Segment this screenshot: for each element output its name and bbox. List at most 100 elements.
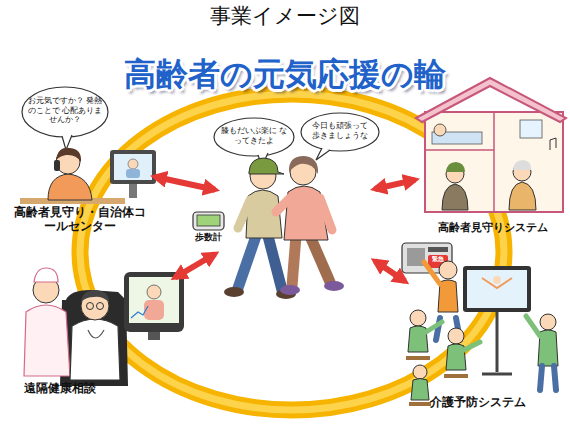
woman-arm (320, 198, 332, 230)
support-ring (80, 94, 504, 410)
double-arrow (175, 254, 215, 278)
man-leg (238, 236, 256, 288)
illustration-node: 遠隔健康相談 (5, 255, 175, 400)
glasses (97, 303, 104, 310)
white-hair (513, 160, 531, 170)
speech-bubble (301, 113, 379, 151)
tv-screen (467, 270, 527, 308)
banner-title: 高齢者の元気応援の輪 (0, 56, 570, 93)
bubble-tail (62, 135, 72, 150)
illustration-node: 介護予防システム (405, 255, 567, 417)
tablet-frame (124, 272, 184, 332)
operator-body (48, 174, 92, 200)
stool (444, 374, 468, 378)
pedometer-case (193, 212, 224, 230)
caption-label: 緊急 (428, 256, 448, 263)
bubble-tail (316, 148, 330, 160)
screen-instructor-arms (482, 278, 512, 288)
node-label: 高齢者見守り・自治体コールセンター (13, 205, 147, 234)
illustration-node: お元気ですか？ 発熱のことで 心配ありませんか？ 高齢者見守り・自治体コールセンタ… (5, 88, 155, 233)
monitor-stand (129, 184, 137, 198)
window (520, 120, 542, 138)
screen-graph (131, 306, 148, 318)
double-arrow (375, 261, 405, 281)
participant-head (410, 310, 426, 326)
device-display (428, 247, 448, 252)
woman-leg (310, 236, 330, 282)
monitor-frame (110, 150, 156, 184)
man-arm (238, 200, 250, 228)
cap (446, 162, 465, 172)
room-divider (425, 149, 494, 151)
participant-head (540, 314, 556, 330)
screen-body (126, 169, 140, 178)
house-wall (425, 112, 563, 212)
tv-base (482, 373, 512, 376)
illustration-node: 高齢者見守りシステム (415, 88, 565, 238)
monitor-screen (114, 154, 152, 180)
care-prevention-illustration (406, 261, 558, 406)
doctor-coat (70, 319, 120, 380)
screen-instructor (493, 276, 501, 284)
woman-hair (289, 156, 318, 174)
double-arrow (375, 180, 415, 189)
tablet-screen (129, 277, 179, 323)
walking-couple-illustration (214, 113, 379, 299)
illustration-node: 膝もだいぶ楽に なってきたよ今日も頑張って 歩きましょうな (215, 112, 375, 302)
participant-body (411, 379, 429, 401)
pedometer-illustration (193, 212, 224, 230)
node-label: 介護予防システム (413, 395, 543, 409)
participant-head (413, 365, 427, 379)
support-ring-highlight (80, 94, 504, 410)
nurse-cap (34, 268, 58, 282)
node-label: 遠隔健康相談 (10, 381, 110, 395)
call-center-illustration (20, 87, 156, 204)
screen-face (128, 159, 138, 169)
screen-face (147, 285, 161, 299)
participant-head (448, 328, 464, 344)
caption-label: 歩数計 (183, 232, 233, 242)
tv-frame (463, 266, 531, 312)
participant-arm (464, 342, 480, 350)
elderly-person-body (509, 182, 536, 210)
doctor-chair (60, 290, 128, 386)
woman-leg (292, 236, 296, 286)
telephone (54, 160, 60, 171)
double-arrow (155, 177, 215, 190)
screen-body (144, 300, 164, 320)
remote-consultation-illustration (24, 268, 184, 386)
man-cap (249, 158, 284, 174)
instructor-head (439, 261, 457, 279)
shoe (280, 285, 300, 295)
room-divider (493, 112, 495, 212)
participant-arm (526, 316, 540, 336)
glasses (87, 303, 94, 310)
speech-bubble (214, 118, 294, 156)
stool (406, 356, 430, 360)
man-leg (268, 236, 282, 290)
speech-bubble (22, 87, 108, 137)
shoe (224, 287, 244, 297)
woman-arm (276, 198, 290, 212)
speech-text: 膝もだいぶ楽に なってきたよ (219, 126, 289, 145)
elderly-man-body (442, 184, 468, 210)
pedometer-screen (197, 215, 220, 226)
diagram-title: 事業イメージ図 (0, 2, 570, 30)
operator-hair (56, 148, 81, 162)
stethoscope (88, 330, 104, 338)
shoe (324, 281, 344, 291)
nurse-uniform (24, 305, 70, 376)
stool (409, 402, 431, 406)
doctor-hair (81, 290, 109, 302)
music-note (550, 138, 556, 150)
speech-text: 今日も頑張って 歩きましょうな (307, 121, 373, 140)
instructor-arm (424, 262, 440, 284)
home-monitoring-illustration (416, 78, 566, 212)
sleeping-person (434, 124, 446, 136)
tv-stand (496, 312, 499, 372)
participant-arm (426, 322, 442, 332)
speech-text: お元気ですか？ 発熱のことで 心配ありませんか？ (27, 96, 103, 125)
node-label: 高齢者見守りシステム (420, 221, 565, 234)
tablet-stand (148, 332, 160, 340)
